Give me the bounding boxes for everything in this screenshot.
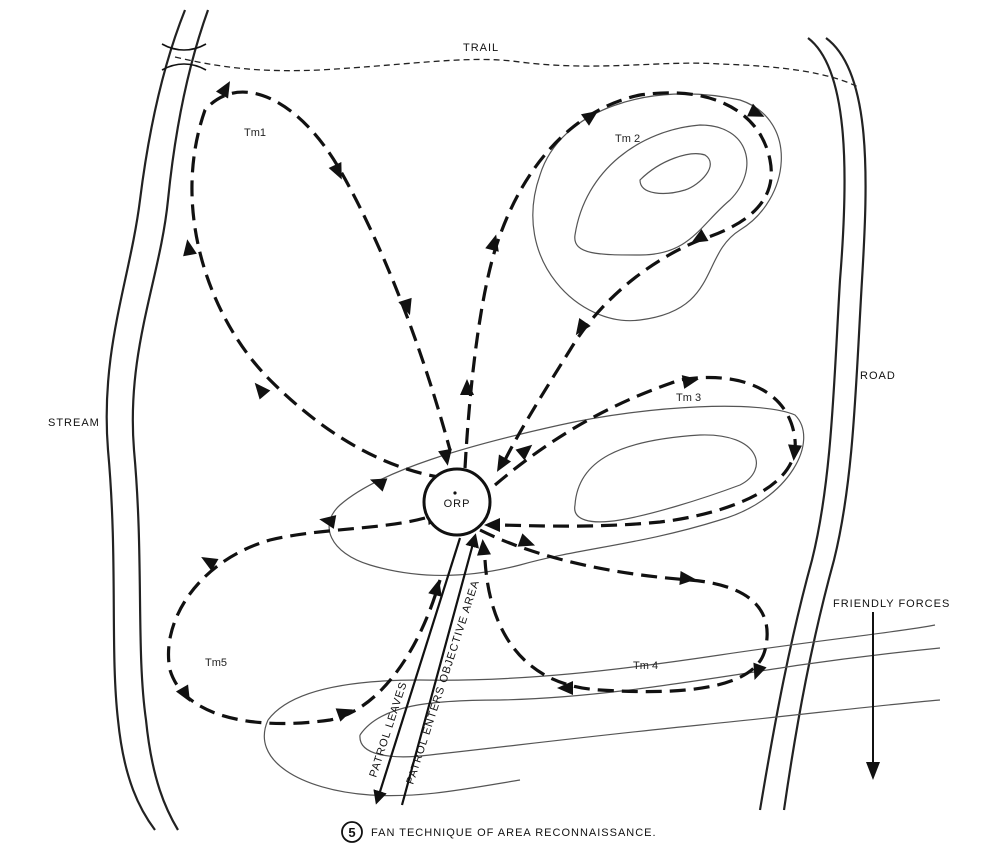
stream-crossing-mark [161, 43, 207, 71]
friendly-forces-label: FRIENDLY FORCES [833, 598, 950, 610]
patrol-leaves-line [373, 537, 462, 805]
stream [105, 9, 210, 831]
trail [174, 56, 861, 89]
friendly-forces-arrow [866, 612, 880, 780]
stream-label: STREAM [48, 417, 100, 429]
team-label-tm1: Tm1 [244, 127, 266, 139]
road [758, 37, 867, 811]
patrol-enters-line [400, 533, 479, 806]
route-tm3 [493, 375, 797, 528]
team-label-tm2: Tm 2 [615, 133, 640, 145]
figure-number: 5 [348, 825, 355, 840]
route-tm1 [190, 90, 452, 480]
team-label-tm5: Tm5 [205, 657, 227, 669]
direction-arrows [175, 81, 802, 722]
route-tm2 [463, 91, 773, 469]
figure-caption-text: FAN TECHNIQUE OF AREA RECONNAISSANCE. [371, 827, 657, 839]
patrol-paths [373, 533, 479, 806]
team-routes [167, 90, 797, 726]
figure-caption: 5 FAN TECHNIQUE OF AREA RECONNAISSANCE. [341, 821, 657, 843]
road-label: ROAD [860, 370, 896, 382]
contour-lines [263, 93, 941, 797]
trail-label: TRAIL [463, 42, 499, 54]
team-label-tm4: Tm 4 [633, 660, 658, 672]
route-tm5 [167, 516, 442, 726]
route-tm4 [479, 528, 769, 694]
team-label-tm3: Tm 3 [676, 392, 701, 404]
figure-number-badge [341, 821, 363, 843]
orp-label: ORP [444, 498, 471, 510]
orp-marker: ORP [422, 467, 492, 537]
patrol-enters-label: PATROL ENTERS OBJECTIVE AREA [404, 578, 482, 785]
